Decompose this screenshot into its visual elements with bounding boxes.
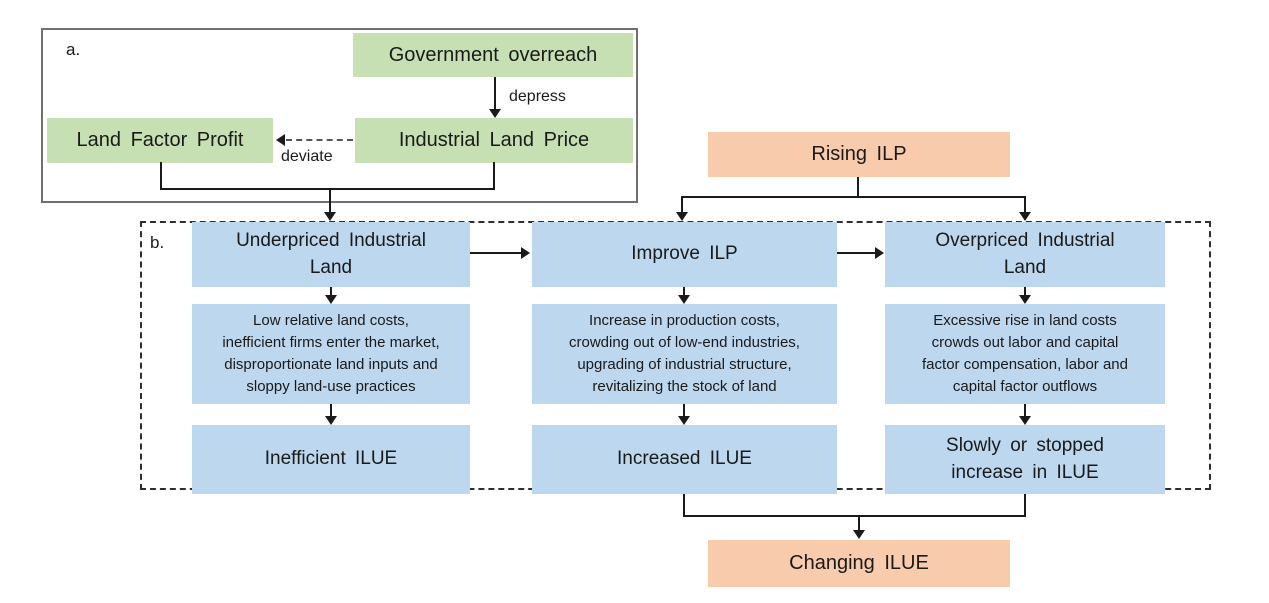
col1-arrow1-line (330, 287, 332, 295)
connector-merge-down (329, 190, 331, 213)
arrow-deviate-line (286, 139, 353, 141)
node-underpriced-description: Low relative land costs, inefficient fir… (192, 304, 470, 404)
node-overpriced-industrial-land: Overpriced Industrial Land (885, 222, 1165, 287)
arrow-depress-line (494, 77, 496, 109)
node-inefficient-ilue: Inefficient ILUE (192, 425, 470, 494)
col3-arrow2-line (1024, 404, 1026, 416)
node-government-overreach: Government overreach (353, 33, 633, 77)
col1-arrow1-head (325, 295, 337, 304)
rising-ilp-right-drop (1024, 198, 1026, 212)
node-slowly-stopped-ilue: Slowly or stopped increase in ILUE (885, 425, 1165, 494)
node-underpriced-industrial-land: Underpriced Industrial Land (192, 222, 470, 287)
node-improve-description: Increase in production costs, crowding o… (532, 304, 837, 404)
arrow-col2-to-col3-head (875, 247, 884, 259)
connector-merge-head (324, 212, 336, 221)
edge-label-deviate: deviate (281, 148, 333, 165)
connector-merge-horizontal (160, 188, 495, 190)
col2-arrow2-head (678, 416, 690, 425)
col1-arrow2-head (325, 416, 337, 425)
connector-ilp-down (493, 162, 495, 190)
col3-arrow1-line (1024, 287, 1026, 295)
arrow-col2-to-col3-line (837, 252, 875, 254)
arrow-col1-to-col2-line (470, 252, 521, 254)
converge-head (853, 530, 865, 539)
connector-lfp-down (160, 162, 162, 190)
node-industrial-land-price: Industrial Land Price (355, 118, 633, 163)
arrow-deviate-head (276, 134, 285, 146)
col3-arrow1-head (1019, 295, 1031, 304)
col1-arrow2-line (330, 404, 332, 416)
rising-ilp-branch (681, 196, 1026, 198)
edge-label-depress: depress (509, 88, 566, 105)
col2-arrow1-head (678, 295, 690, 304)
rising-ilp-stem (857, 177, 859, 198)
arrow-col1-to-col2-head (521, 247, 530, 259)
node-land-factor-profit: Land Factor Profit (47, 118, 273, 163)
node-improve-ilp: Improve ILP (532, 222, 837, 287)
rising-ilp-right-head (1019, 212, 1031, 221)
converge-horizontal (683, 515, 1026, 517)
node-increased-ilue: Increased ILUE (532, 425, 837, 494)
converge-left-drop (683, 494, 685, 517)
converge-right-drop (1024, 494, 1026, 517)
col2-arrow2-line (683, 404, 685, 416)
arrow-depress-head (489, 109, 501, 118)
col3-arrow2-head (1019, 416, 1031, 425)
panel-a-frame (41, 28, 638, 203)
col2-arrow1-line (683, 287, 685, 295)
node-changing-ilue: Changing ILUE (708, 540, 1010, 587)
rising-ilp-left-head (676, 212, 688, 221)
node-rising-ilp: Rising ILP (708, 132, 1010, 177)
panel-a-label: a. (66, 40, 81, 59)
panel-b-label: b. (150, 233, 165, 252)
converge-stem (858, 517, 860, 531)
node-overpriced-description: Excessive rise in land costs crowds out … (885, 304, 1165, 404)
rising-ilp-left-drop (681, 198, 683, 212)
